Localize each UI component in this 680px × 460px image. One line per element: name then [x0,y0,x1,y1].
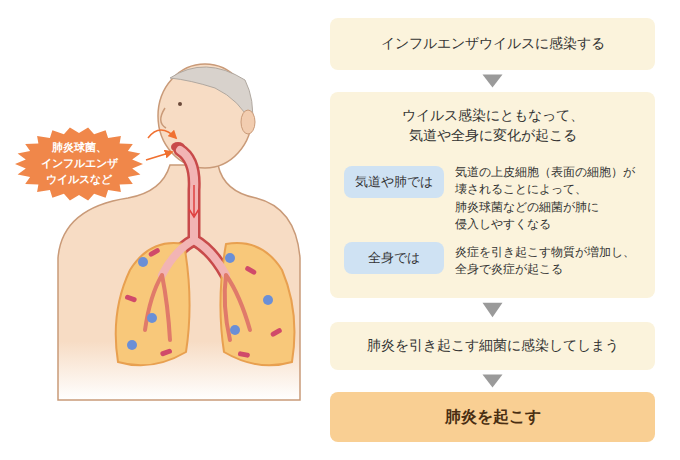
node-text: ウイルス感染にともなって、 気道や全身に変化が起こる [373,106,613,145]
callout-burst: 肺炎球菌、 インフルエンザ ウイルスなど [14,126,144,202]
category-tag: 気道や肺では [344,166,444,198]
burst-outline [15,127,143,200]
entry-arrow [148,130,176,138]
germs [124,247,282,358]
flow-arrow [483,74,503,87]
node-text: 肺炎球菌、 インフルエンザ ウイルスなど [29,140,129,188]
nose [161,108,166,128]
ear [241,110,255,134]
entry-arrow [146,152,172,160]
eye [178,102,182,106]
result-box: 肺炎を起こす [330,392,655,442]
right-lung [220,243,294,365]
airway [162,150,226,275]
flow-arrow [483,303,503,317]
node-text: 肺炎を起こす [445,406,541,428]
body [58,165,300,400]
flow-arrow [483,374,503,387]
node-text: インフルエンザウイルスに感染する [381,34,605,54]
category-tag: 全身では [344,242,444,274]
node-text: 肺炎を引き起こす細菌に感染してしまう [367,336,619,356]
process-box: インフルエンザウイルスに感染する [330,18,655,70]
description-text: 炎症を引き起こす物質が増加し、 全身で炎症が起こる [455,244,653,279]
node-text: 気道や肺では [355,173,433,191]
description-text: 気道の上皮細胞（表面の細胞）が 壊されることによって、 肺炎球菌などの細菌が肺に… [455,164,653,234]
node-text: 全身では [368,249,420,267]
process-box: 肺炎を引き起こす細菌に感染してしまう [330,322,655,370]
bronchi [145,275,250,340]
airflow-arrow [189,185,199,217]
airway-inner [162,150,226,275]
hair [170,67,253,125]
left-lung [116,243,190,365]
